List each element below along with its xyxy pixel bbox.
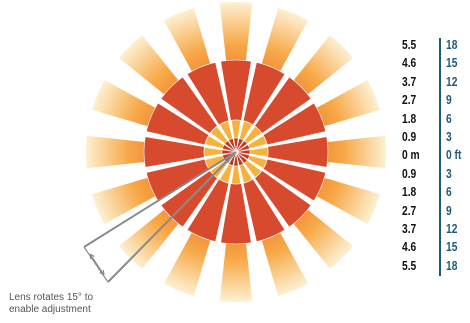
scale-meters: 0.9 bbox=[402, 165, 428, 183]
scale-feet: 6 bbox=[446, 183, 469, 201]
scale-feet: 18 bbox=[446, 36, 469, 54]
scale-row: 4.6 15 bbox=[402, 54, 468, 72]
beam-outer-wedge bbox=[315, 177, 380, 224]
beam-outer-wedge bbox=[220, 2, 252, 63]
scale-row: 3.7 12 bbox=[402, 220, 468, 238]
scale-feet: 0 ft bbox=[446, 146, 469, 164]
beam-outer-wedge bbox=[325, 136, 386, 168]
scale-meters: 2.7 bbox=[402, 91, 428, 109]
scale-feet: 15 bbox=[446, 54, 469, 72]
rotation-caption: Lens rotates 15° to enable adjustment bbox=[9, 292, 159, 316]
rotation-arrow bbox=[90, 254, 104, 275]
scale-meters: 0 m bbox=[402, 146, 428, 164]
scale-meters: 5.5 bbox=[402, 257, 428, 275]
beam-outer-wedge bbox=[92, 177, 157, 224]
beam-outer-wedge bbox=[261, 8, 308, 73]
scale-feet: 9 bbox=[446, 202, 469, 220]
beam-outer-wedge bbox=[164, 231, 211, 296]
scale-feet: 3 bbox=[446, 128, 469, 146]
beam-outer-wedge bbox=[119, 35, 180, 96]
scale-meters: 4.6 bbox=[402, 54, 428, 72]
scale-feet: 9 bbox=[446, 91, 469, 109]
beam-outer-wedge bbox=[220, 241, 252, 302]
caption-line-1: Lens rotates 15° to bbox=[9, 292, 159, 304]
scale-feet: 18 bbox=[446, 257, 469, 275]
scale-row: 5.5 18 bbox=[402, 36, 468, 54]
beam-outer-wedge bbox=[86, 136, 147, 168]
scale-meters: 4.6 bbox=[402, 238, 428, 256]
scale-feet: 12 bbox=[446, 220, 469, 238]
scale-row: 4.6 15 bbox=[402, 238, 468, 256]
scale-row: 5.5 18 bbox=[402, 257, 468, 275]
scale-feet: 15 bbox=[446, 238, 469, 256]
beam-outer-wedge bbox=[292, 35, 353, 96]
lens-base bbox=[84, 247, 108, 282]
scale-row: 3.7 12 bbox=[402, 73, 468, 91]
beam-outer-wedge bbox=[315, 80, 380, 127]
scale-meters: 1.8 bbox=[402, 110, 428, 128]
scale-meters: 0.9 bbox=[402, 128, 428, 146]
beam-outer-wedge bbox=[164, 8, 211, 73]
scale-meters: 3.7 bbox=[402, 220, 428, 238]
scale-feet: 12 bbox=[446, 73, 469, 91]
scale-meters: 2.7 bbox=[402, 202, 428, 220]
beam-outer-wedge bbox=[92, 80, 157, 127]
beam-outer-wedge bbox=[292, 208, 353, 269]
scale-feet: 6 bbox=[446, 110, 469, 128]
scale-meters: 1.8 bbox=[402, 183, 428, 201]
scale-meters: 3.7 bbox=[402, 73, 428, 91]
caption-line-2: enable adjustment bbox=[9, 304, 159, 316]
scale-row: 0 m 0 ft bbox=[402, 146, 468, 164]
scale-feet: 3 bbox=[446, 165, 469, 183]
beam-outer-wedge bbox=[261, 231, 308, 296]
scale-meters: 5.5 bbox=[402, 36, 428, 54]
